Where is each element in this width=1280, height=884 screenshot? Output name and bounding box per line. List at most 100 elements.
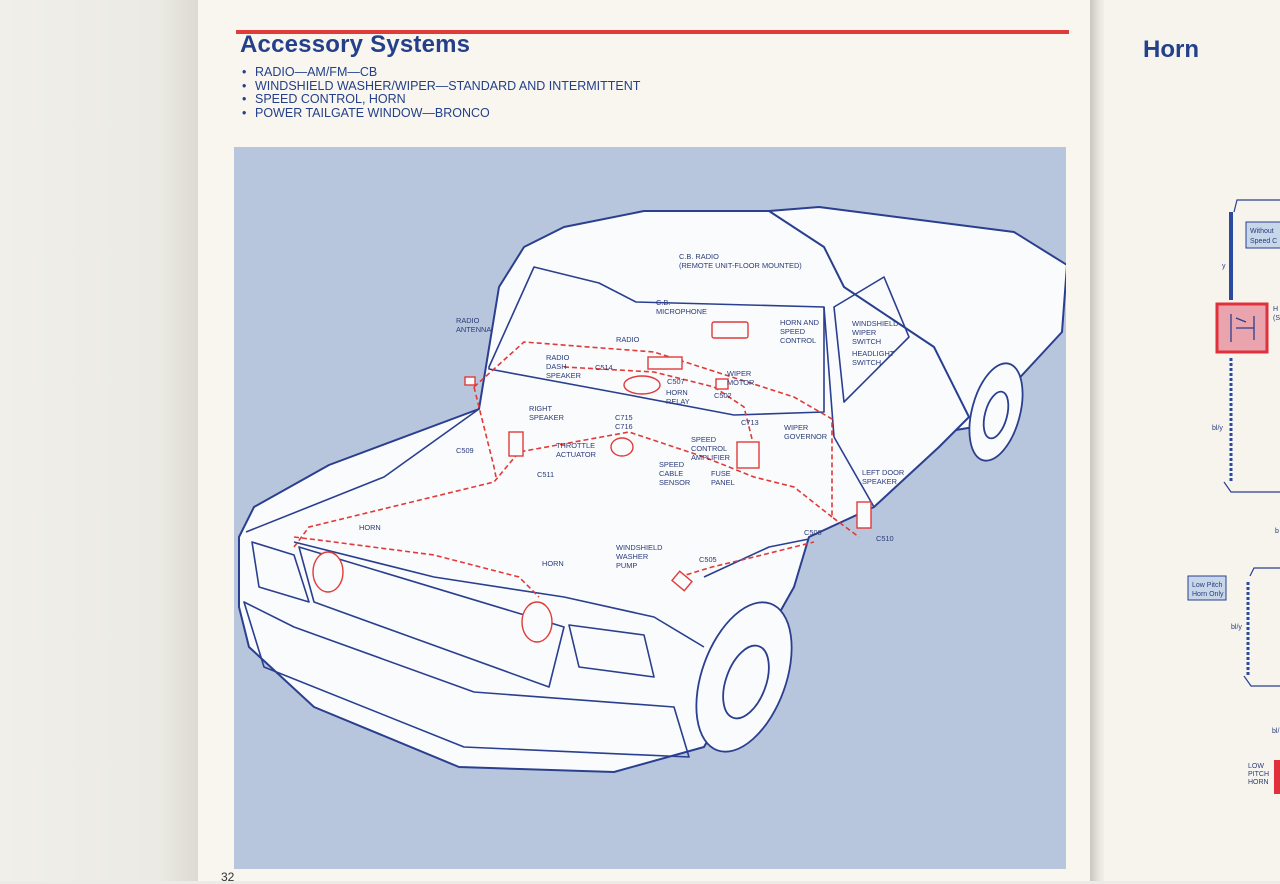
windshield <box>488 266 825 416</box>
without-speed-label-2: Speed C <box>1250 238 1277 245</box>
label-throttle-actuator: THROTTLE <box>556 441 595 450</box>
front-hubcap <box>722 644 770 720</box>
right-headlight <box>568 624 655 678</box>
truck-illustration: C.B. RADIO(REMOTE UNIT-FLOOR MOUNTED) C.… <box>234 147 1066 869</box>
label-c509: C509 <box>456 446 474 455</box>
label-c502: C502 <box>714 391 732 400</box>
bullet-item: POWER TAILGATE WINDOW—BRONCO <box>242 106 640 121</box>
label-c511: C511 <box>537 470 554 479</box>
label-right-speaker: RIGHT <box>529 404 552 413</box>
label-speed-sensor: SPEED <box>659 460 684 469</box>
bumper <box>243 601 690 758</box>
svg-text:C.B.MICROPHONE: C.B.MICROPHONE <box>656 298 707 316</box>
label-radio: RADIO <box>616 335 640 344</box>
facing-page-right <box>1104 0 1280 881</box>
label-wiper-motor: WIPER <box>727 369 751 378</box>
cb-radio-unit <box>711 321 749 339</box>
label-c715-c716: C715 <box>615 413 633 422</box>
label-cb-mic-sub: MICROPHONE <box>656 307 707 316</box>
rear-hubcap <box>982 390 1010 440</box>
fender-line <box>703 538 810 578</box>
label-cb-radio-sub: (REMOTE UNIT-FLOOR MOUNTED) <box>679 261 802 270</box>
door-window <box>833 276 910 403</box>
horn-title: Horn <box>1143 36 1199 63</box>
label-fuse-panel: FUSE <box>711 469 731 478</box>
page-number: 32 <box>221 870 235 884</box>
label-cb-mic: C.B. <box>656 298 670 307</box>
label-c514: C514 <box>595 363 613 372</box>
left-door-speaker-unit <box>856 501 872 529</box>
horn-wiring-diagram: Without Speed C y bl/y Low Pitch Horn On… <box>1187 199 1280 794</box>
cut-label-1: H <box>1273 306 1278 313</box>
wiper-motor-unit <box>715 378 729 390</box>
truck-body-outline <box>238 210 970 773</box>
svg-text:C.B. RADIO(REMOTE UNIT-FLOOR M: C.B. RADIO(REMOTE UNIT-FLOOR MOUNTED) <box>679 252 802 270</box>
washer-pump-unit <box>671 570 693 592</box>
horn-frame-top <box>1233 199 1280 213</box>
hood-line <box>245 408 480 533</box>
grille <box>298 546 565 688</box>
facing-page-left <box>0 0 198 881</box>
bullet-item: RADIO—AM/FM—CB <box>242 65 640 80</box>
label-c508: C508 <box>804 528 822 537</box>
hood-front-edge <box>293 541 705 648</box>
legend-horn: HORN <box>1248 779 1269 786</box>
wire-y-label: y <box>1222 263 1226 270</box>
wiring-harness-front <box>293 431 833 548</box>
label-dash-speaker: RADIO <box>546 353 570 362</box>
label-c510: C510 <box>876 534 894 543</box>
door-line <box>833 436 875 508</box>
low-pitch-label-2: Horn Only <box>1192 591 1224 598</box>
wire-bly-label-cut: bl/ <box>1272 728 1279 735</box>
low-pitch-box <box>1187 575 1227 601</box>
label-horn-right: HORN <box>542 559 564 568</box>
bullet-item: SPEED CONTROL, HORN <box>242 92 640 107</box>
label-horn-speed: HORN AND <box>780 318 819 327</box>
without-speed-box <box>1245 221 1280 249</box>
cut-label-2: (S <box>1273 315 1280 322</box>
horn-switch-symbol <box>1230 314 1255 342</box>
radio-unit <box>647 356 683 370</box>
horn-frame-lower-bottom <box>1243 675 1280 687</box>
label-wiper-switch: WINDSHIELD <box>852 319 898 328</box>
label-left-door-speaker: LEFT DOOR <box>862 468 904 477</box>
legend-pitch: PITCH <box>1248 771 1269 778</box>
horn-frame-bottom <box>1223 481 1280 493</box>
wire-b-label: b <box>1275 528 1279 535</box>
label-c507: C507 <box>667 377 685 386</box>
wire-bly-label: bl/y <box>1212 425 1223 432</box>
wiring-harness-main <box>473 341 860 538</box>
throttle-actuator-unit <box>610 437 634 457</box>
wiring-horn-loop <box>293 536 540 598</box>
wiring-dash <box>563 366 755 448</box>
low-pitch-label-1: Low Pitch <box>1192 582 1222 589</box>
legend-low: LOW <box>1248 763 1264 770</box>
page-title: Accessory Systems <box>240 31 471 58</box>
without-speed-label-1: Without <box>1250 228 1274 235</box>
antenna-base <box>464 376 476 386</box>
label-headlight-switch: HEADLIGHT <box>852 349 895 358</box>
left-headlight <box>251 541 310 603</box>
right-horn-unit <box>521 601 553 643</box>
wire-bly-label-lower: bl/y <box>1231 624 1242 631</box>
label-speed-amp: SPEED <box>691 435 716 444</box>
title-rule <box>236 30 1069 34</box>
diagram-labels: C.B. RADIO(REMOTE UNIT-FLOOR MOUNTED) C.… <box>359 252 904 570</box>
label-cb-radio: C.B. RADIO <box>679 252 719 261</box>
book-gutter <box>1090 0 1106 881</box>
